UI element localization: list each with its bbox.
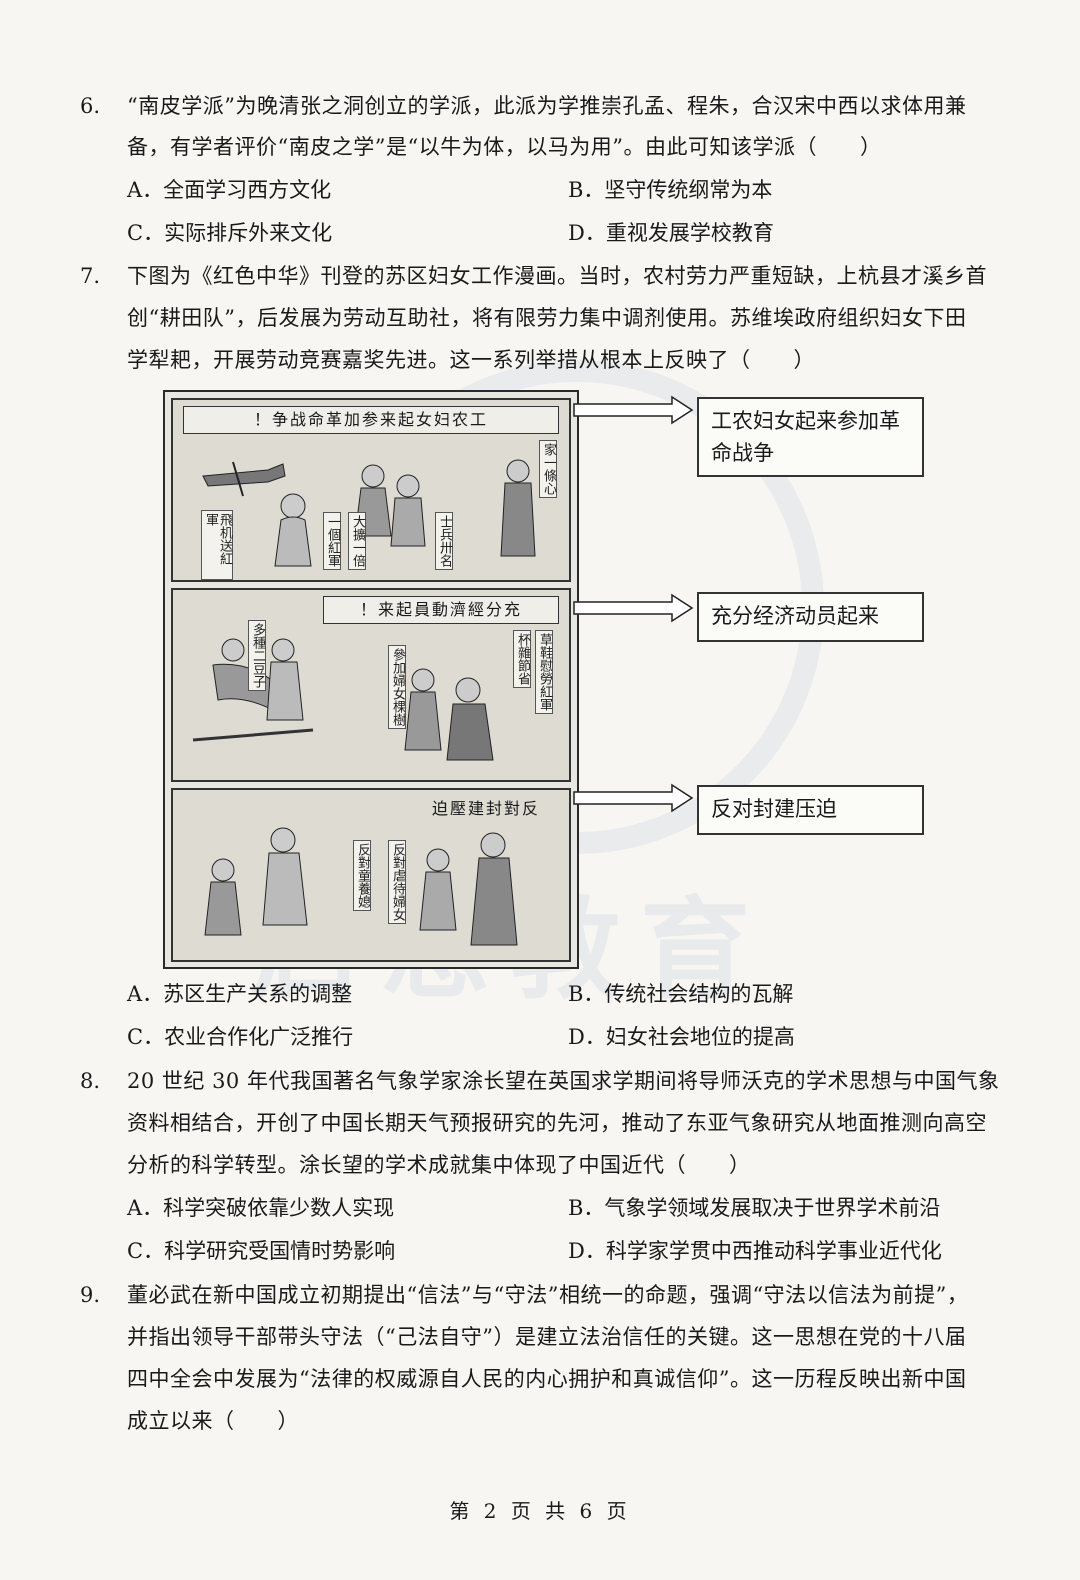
- cartoon-caption: 家一條心: [539, 440, 557, 498]
- option-a: A．科学突破依靠少数人实现: [127, 1196, 395, 1220]
- question-number: 9.: [80, 1283, 101, 1307]
- cartoon-caption: 反對虐待婦女: [388, 840, 406, 924]
- cartoon-drawing: [202, 459, 536, 567]
- option-a: A．全面学习西方文化: [127, 178, 332, 202]
- question-text-line: 成立以来（ ）: [127, 1409, 299, 1433]
- cartoon-caption: 多種二豆子: [248, 620, 266, 691]
- question-text-line: 并指出领导干部带头守法（“己法自守”）是建立法治信任的关键。这一思想在党的十八届: [127, 1325, 967, 1349]
- arrow-icon: [573, 783, 694, 813]
- question-text-line: 资料相结合，开创了中国长期天气预报研究的先河，推动了东亚气象研究从地面推测向高空: [127, 1111, 987, 1135]
- question-text-line: 下图为《红色中华》刊登的苏区妇女工作漫画。当时，农村劳力严重短缺，上杭县才溪乡首: [127, 264, 987, 288]
- cartoon-panel-3: 迫壓建封對反 反對童養媳 反對虐待婦女: [171, 788, 571, 962]
- cartoon-caption: 反對童養媳: [353, 840, 371, 911]
- question-text-line: 创“耕田队”，后发展为劳动互助社，将有限劳力集中调剂使用。苏维埃政府组织妇女下田: [127, 306, 967, 330]
- cartoon-caption: 大擴一倍: [348, 512, 366, 570]
- option-c: C．农业合作化广泛推行: [127, 1025, 354, 1049]
- cartoon-figure: ！争战命革加参来起女妇农工 飛机送紅軍 一個紅軍 大擴一倍 士兵卅名: [163, 390, 579, 969]
- option-c: C．科学研究受国情时势影响: [127, 1239, 396, 1263]
- option-b: B．传统社会结构的瓦解: [568, 982, 794, 1006]
- callout-box: 充分经济动员起来: [697, 592, 924, 642]
- cartoon-caption: 士兵卅名: [435, 512, 453, 570]
- panel-title: ！争战命革加参来起女妇农工: [183, 406, 559, 434]
- cartoon-panel-1: ！争战命革加参来起女妇农工 飛机送紅軍 一個紅軍 大擴一倍 士兵卅名: [171, 398, 571, 582]
- callout-box: 反对封建压迫: [697, 785, 924, 835]
- question-text-line: “南皮学派”为晚清张之洞创立的学派，此派为学推崇孔孟、程朱，合汉宋中西以求体用兼: [127, 94, 967, 118]
- panel-title: 迫壓建封對反: [431, 799, 540, 818]
- question-text-line: 四中全会中发展为“法律的权威源自人民的内心拥护和真诚信仰”。这一历程反映出新中国: [127, 1367, 967, 1391]
- option-d: D．妇女社会地位的提高: [568, 1025, 795, 1049]
- cartoon-caption: 杯雜節省: [513, 630, 531, 688]
- cartoon-panel-2: ！来起員動濟經分充 多種二豆子 參加婦女棵樹 杯雜節省 草鞋慰勞紅軍: [171, 588, 571, 782]
- callout-box: 工农妇女起来参加革命战争: [697, 397, 924, 477]
- question-text-line: 20 世纪 30 年代我国著名气象学家涂长望在英国求学期间将导师沃克的学术思想与…: [127, 1069, 1000, 1093]
- question-text-line: 备，有学者评价“南皮之学”是“以牛为体，以马为用”。由此可知该学派（ ）: [127, 135, 882, 159]
- option-d: D．重视发展学校教育: [568, 221, 774, 245]
- question-number: 8.: [80, 1069, 101, 1093]
- cartoon-caption: 一個紅軍: [323, 512, 341, 570]
- cartoon-drawing: [204, 827, 518, 946]
- option-c: C．实际排斥外来文化: [127, 221, 333, 245]
- cartoon-caption: 參加婦女棵樹: [388, 645, 406, 729]
- question-text-line: 分析的科学转型。涂长望的学术成就集中体现了中国近代（ ）: [127, 1153, 751, 1177]
- question-text-line: 学犁耙，开展劳动竞赛嘉奖先进。这一系列举措从根本上反映了（ ）: [127, 348, 815, 372]
- panel-title: ！来起員動濟經分充: [323, 596, 559, 624]
- arrow-icon: [573, 395, 694, 425]
- option-b: B．气象学领域发展取决于世界学术前沿: [568, 1196, 941, 1220]
- question-number: 6.: [80, 94, 101, 118]
- option-b: B．坚守传统纲常为本: [568, 178, 773, 202]
- cartoon-caption: 飛机送紅軍: [201, 510, 233, 580]
- cartoon-caption: 草鞋慰勞紅軍: [535, 630, 553, 714]
- option-d: D．科学家学贯中西推动科学事业近代化: [568, 1239, 942, 1263]
- cartoon-drawing: [192, 638, 494, 761]
- arrow-icon: [573, 593, 694, 623]
- question-number: 7.: [80, 264, 101, 288]
- question-text-line: 董必武在新中国成立初期提出“信法”与“守法”相统一的命题，强调“守法以信法为前提…: [127, 1283, 969, 1307]
- option-a: A．苏区生产关系的调整: [127, 982, 353, 1006]
- page-footer: 第 2 页 共 6 页: [449, 1499, 631, 1523]
